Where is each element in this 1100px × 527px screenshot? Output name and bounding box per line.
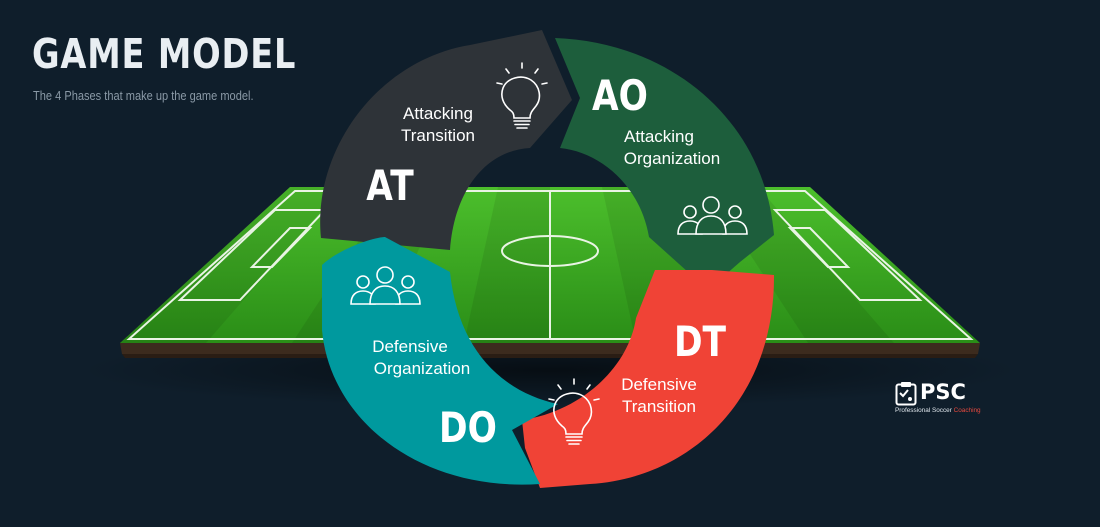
phase-label-line2: Organization [624,149,720,168]
page-subtitle: The 4 Phases that make up the game model… [33,88,254,103]
team-icon [677,196,748,235]
page-title: GAME MODEL [32,30,297,78]
phase-label-line1: Defensive [621,375,697,394]
lightbulb-icon [548,378,600,445]
phase-label-line1: Defensive [372,337,448,356]
segment-defensive-transition [522,270,775,488]
pitch-edge [120,343,980,354]
soccer-pitch [120,187,980,343]
psc-logo: PSC Professional Soccer Coaching [895,380,1005,420]
logo-tagline: Professional Soccer Coaching [895,407,981,414]
phase-label-line1: Attacking [624,127,694,146]
phase-abbr: DO [439,404,497,453]
phase-label-line1: Attacking [403,104,473,123]
logo-tagline-main: Professional Soccer [895,407,954,414]
logo-abbr: PSC [920,380,966,404]
phase-label-line2: Transition [401,126,475,145]
phase-label-line2: Transition [622,397,696,416]
lightbulb-icon [496,62,548,129]
phase-abbr: DT [674,318,726,367]
logo-tagline-accent: Coaching [953,407,981,414]
clipboard-icon [895,382,917,406]
phase-label-line2: Organization [374,359,470,378]
pitch-edge-shadow [122,354,978,358]
team-icon [350,266,421,305]
phase-abbr: AT [366,162,413,211]
phase-abbr: AO [592,72,648,121]
segment-attacking-transition [320,30,572,250]
